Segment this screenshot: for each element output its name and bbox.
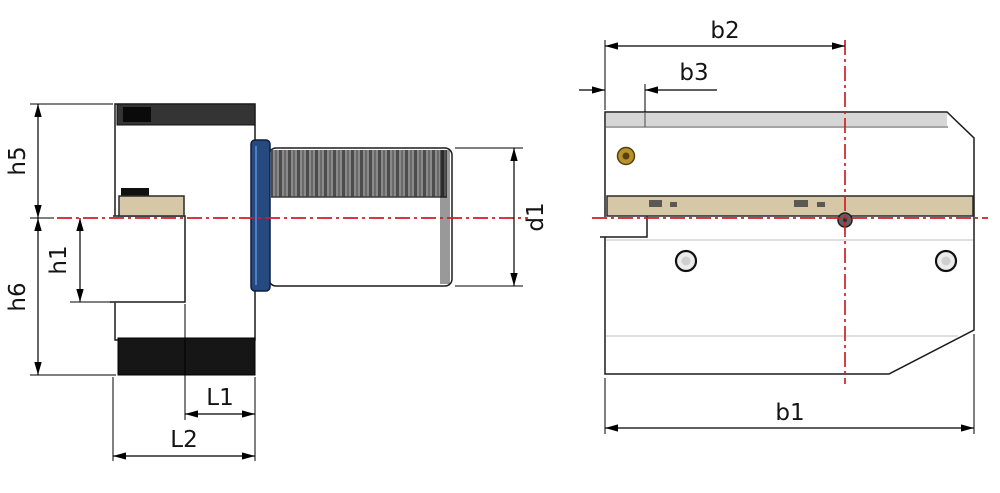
front-notch-cutout (600, 217, 646, 237)
insert-mark (817, 202, 825, 207)
front-center-hole-bore (843, 218, 847, 222)
front-insert-strip (606, 195, 974, 217)
dim-h5: h5 (5, 103, 113, 219)
front-gold-screw-socket (622, 152, 630, 160)
shank-end-shade (440, 150, 450, 284)
side-base-block (117, 337, 256, 376)
insert-mark (649, 200, 662, 207)
side-slot-cutout (110, 215, 186, 303)
dim-label-h5: h5 (5, 146, 31, 175)
dim-b1: b1 (604, 334, 975, 434)
side-insert-cap (121, 188, 149, 196)
front-body (604, 111, 975, 375)
front-hole-left-bore (681, 256, 691, 266)
dim-label-b2: b2 (710, 18, 739, 44)
front-view: b2 b3 b1 (579, 18, 988, 434)
dim-L1: L1 (184, 304, 256, 461)
dim-b3: b3 (579, 60, 717, 112)
insert-mark (794, 200, 808, 207)
front-notch-edges (600, 216, 648, 238)
dim-label-L1: L1 (206, 385, 233, 411)
side-top-band-block (123, 107, 151, 122)
dim-label-d1: d1 (523, 202, 549, 231)
dim-L2: L2 (112, 377, 255, 461)
dim-h1: h1 (46, 218, 111, 303)
side-insert (118, 195, 185, 217)
dim-label-h6: h6 (5, 282, 31, 311)
dim-h6: h6 (5, 218, 116, 376)
insert-mark (670, 202, 677, 207)
side-view: h5 h6 h1 d1 L1 (5, 103, 549, 461)
front-top-band (606, 113, 947, 126)
side-top-band (116, 103, 256, 126)
dim-label-b1: b1 (775, 400, 804, 426)
shank-flange (250, 139, 271, 292)
dim-d1: d1 (455, 147, 549, 287)
dim-label-b3: b3 (679, 60, 708, 86)
shank-serration (271, 150, 447, 197)
dim-label-h1: h1 (46, 245, 72, 274)
dim-label-L2: L2 (170, 427, 197, 453)
front-hole-right-bore (941, 256, 951, 266)
dim-b2: b2 (604, 18, 845, 110)
